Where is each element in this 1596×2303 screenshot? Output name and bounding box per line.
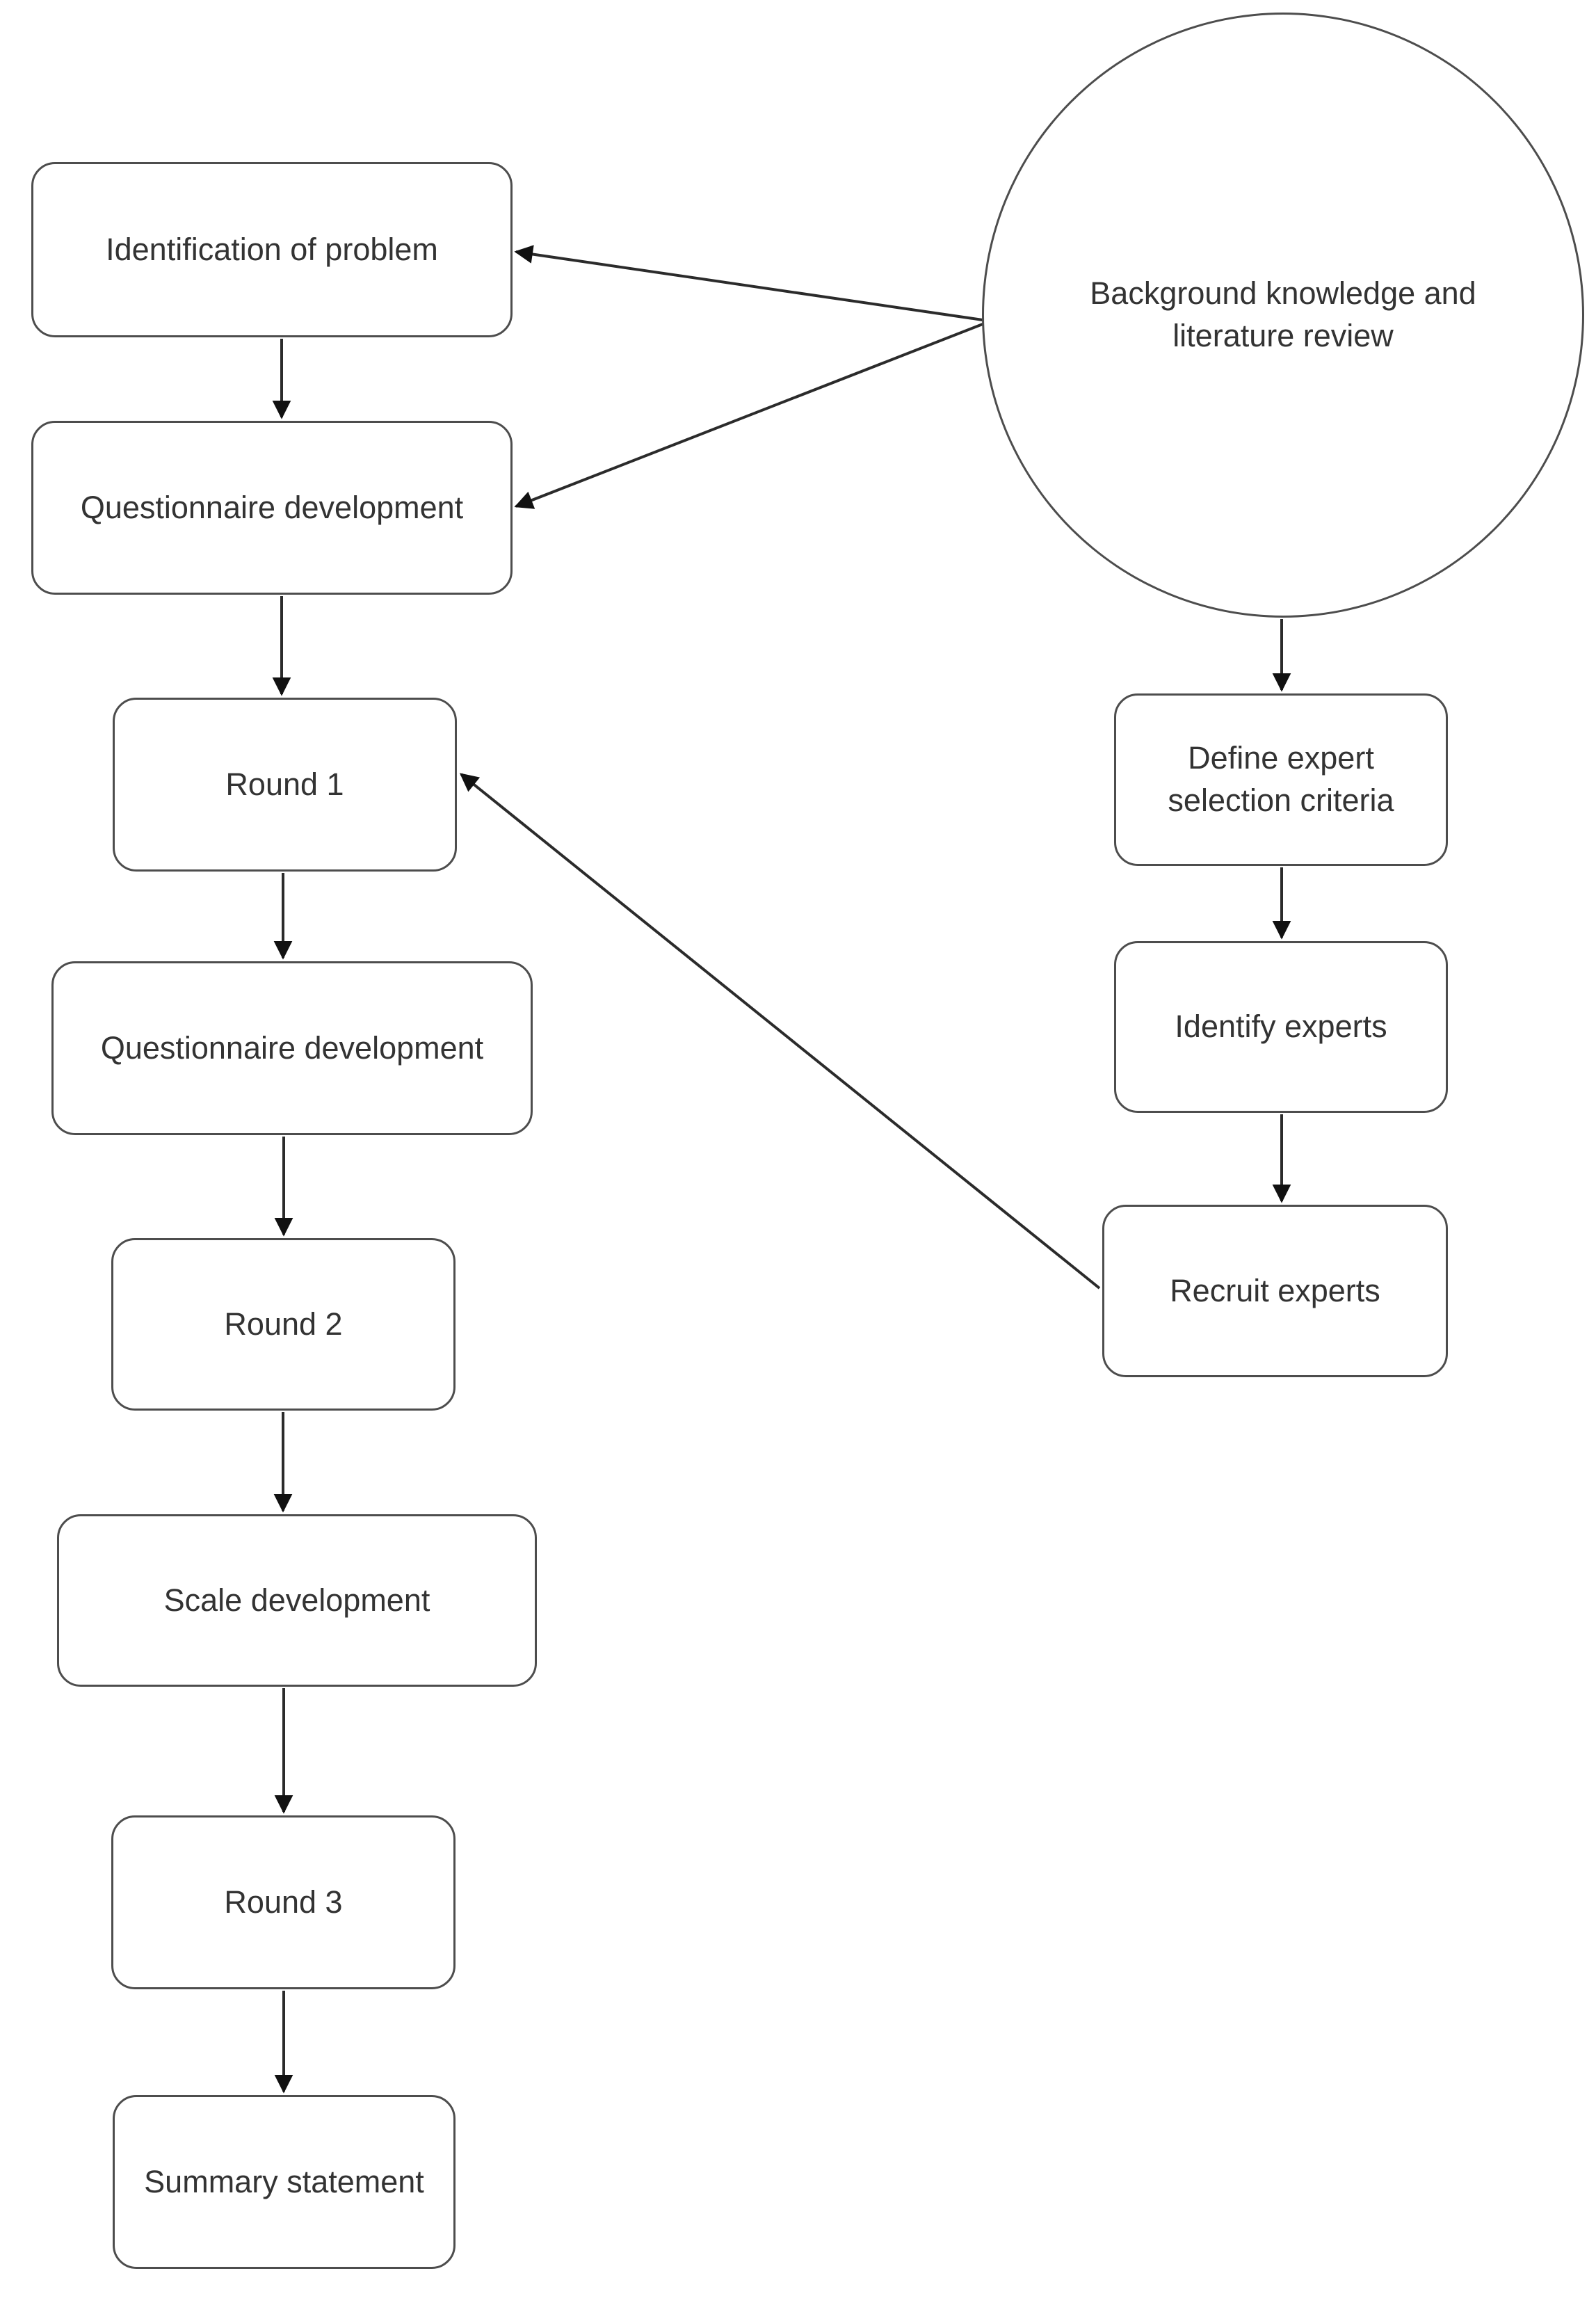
node-background-knowledge-circle: Background knowledge and literature revi… <box>982 13 1584 618</box>
node-round-1: Round 1 <box>113 698 457 872</box>
node-identification-of-problem: Identification of problem <box>31 162 513 337</box>
node-round-3: Round 3 <box>111 1815 456 1989</box>
node-label: Recruit experts <box>1170 1272 1380 1308</box>
node-recruit-experts: Recruit experts <box>1102 1205 1448 1377</box>
node-label: Round 1 <box>225 766 344 802</box>
node-label: Identify experts <box>1175 1009 1387 1045</box>
node-label: Background knowledge and literature revi… <box>1090 275 1476 353</box>
node-scale-development: Scale development <box>57 1514 537 1687</box>
node-questionnaire-development-1: Questionnaire development <box>31 421 513 595</box>
node-define-expert-selection-criteria: Define expert selection criteria <box>1114 693 1448 866</box>
node-label: Summary statement <box>144 2163 424 2199</box>
node-label: Round 3 <box>224 1884 343 1920</box>
node-identify-experts: Identify experts <box>1114 941 1448 1113</box>
edge-circle-to-identification <box>514 245 983 321</box>
node-label: Scale development <box>163 1582 430 1618</box>
node-round-2: Round 2 <box>111 1238 456 1411</box>
node-label: Define expert selection criteria <box>1168 740 1394 818</box>
edge-recruit-to-round-1 <box>459 773 1101 1290</box>
node-label: Round 2 <box>224 1306 343 1342</box>
edge-circle-to-questionnaire-1 <box>514 323 983 509</box>
node-label: Questionnaire development <box>100 1029 484 1066</box>
node-summary-statement: Summary statement <box>113 2095 456 2269</box>
node-questionnaire-development-2: Questionnaire development <box>51 961 533 1135</box>
node-label: Identification of problem <box>106 231 438 267</box>
node-label: Questionnaire development <box>80 489 464 525</box>
